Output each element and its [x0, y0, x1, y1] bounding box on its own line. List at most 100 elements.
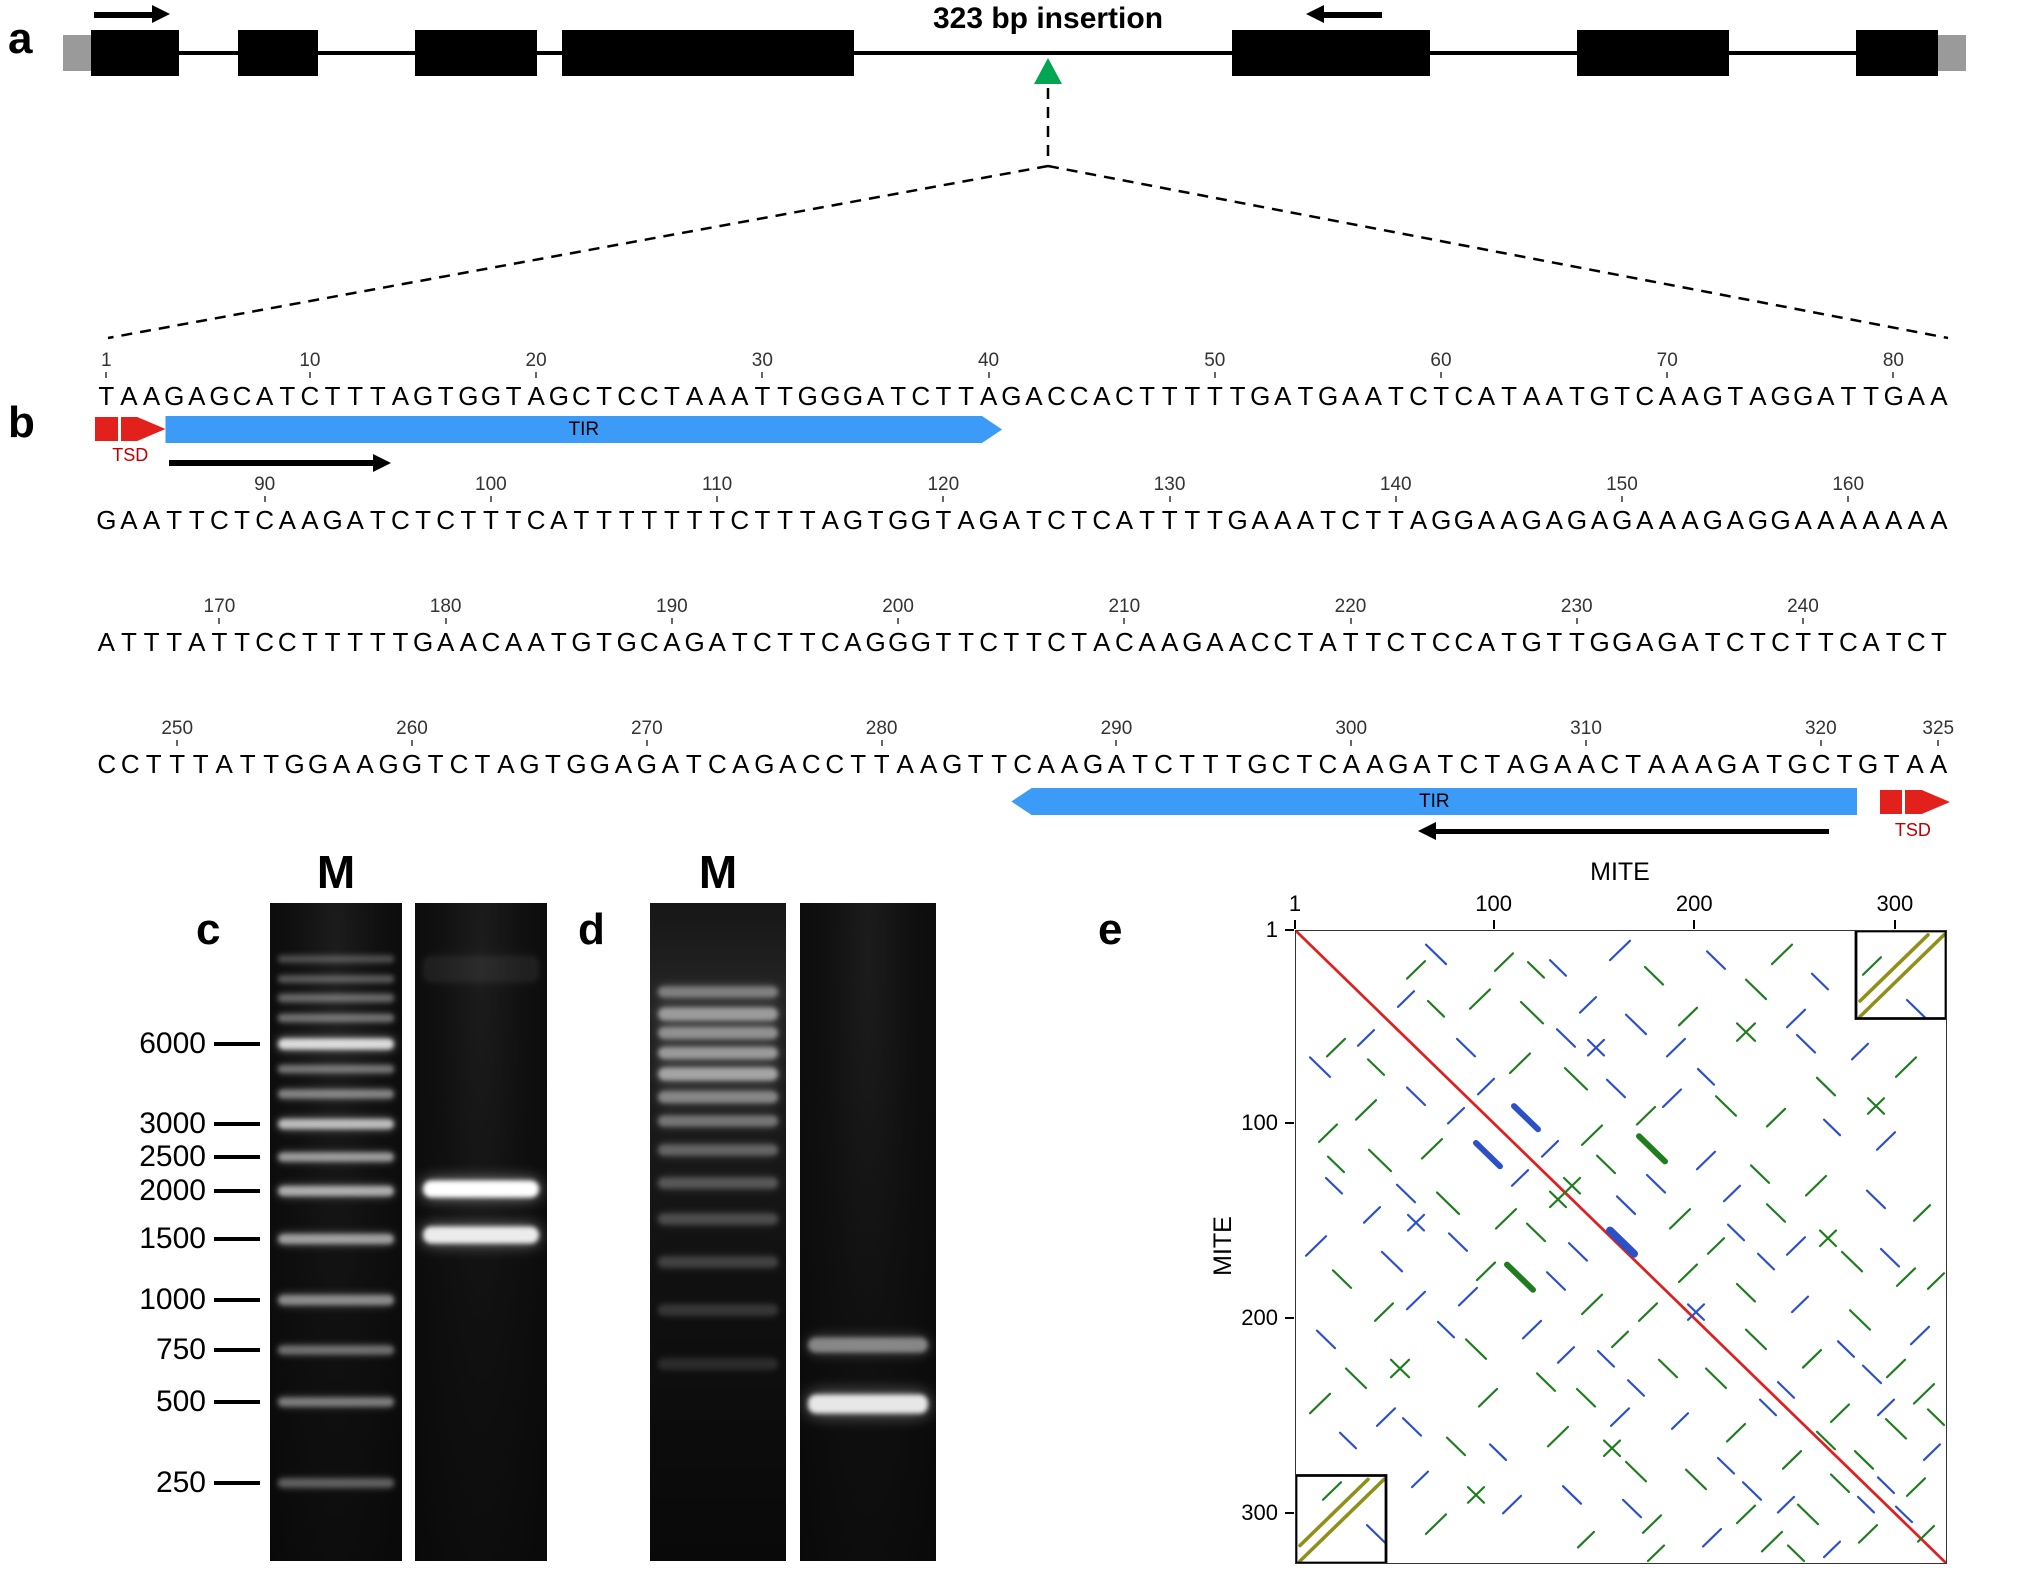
dotplot-x-tick — [1693, 920, 1696, 929]
dotplot-y-tick-label: 1 — [1265, 917, 1278, 942]
sequence-base: A — [1671, 749, 1689, 779]
gel-band — [277, 1152, 395, 1162]
sequence-base: T — [1071, 627, 1088, 657]
sequence-base: G — [865, 627, 886, 657]
gene-backbone-line — [63, 51, 1966, 55]
sequence-base: G — [401, 749, 423, 779]
sequence-base: A — [1037, 749, 1055, 779]
sequence-base: T — [1161, 381, 1178, 411]
tsd-arrow-start — [95, 417, 166, 441]
sequence-base: C — [1409, 381, 1428, 411]
sequence-base: G — [1770, 505, 1791, 535]
sequence-base: G — [284, 749, 305, 779]
sequence-base: T — [1184, 381, 1201, 411]
sequence-base: A — [391, 381, 410, 411]
dotplot-x-axis-title: MITE — [1590, 858, 1650, 886]
ladder-tick — [214, 1347, 260, 1352]
sequence-base: G — [412, 381, 434, 411]
dotplot-x-tick — [1492, 920, 1495, 929]
ladder-tick — [214, 1480, 260, 1485]
sequence-base: A — [1477, 627, 1496, 657]
sequence-base: T — [1885, 627, 1902, 657]
ruler-tick — [670, 618, 673, 624]
ruler-mark: 280 — [865, 718, 898, 739]
sequence-base: A — [1296, 505, 1315, 535]
sequence-base: A — [844, 627, 862, 657]
sequence-base: C — [232, 381, 252, 411]
sequence-base: T — [301, 627, 318, 657]
sequence-base: G — [636, 749, 657, 779]
ruler-tick — [1213, 372, 1216, 378]
sequence-base: A — [1366, 749, 1384, 779]
ruler-mark: 230 — [1560, 596, 1593, 617]
ruler-tick — [1585, 740, 1588, 746]
marker-lane-label-d: M — [698, 846, 738, 898]
subterminal-arrow-reverse — [1434, 828, 1830, 834]
sequence-base: T — [596, 381, 612, 411]
sequence-base: T — [415, 505, 431, 535]
subterminal-arrowhead-reverse-icon — [1417, 822, 1436, 840]
sequence-base: T — [234, 505, 250, 535]
sequence-base: G — [519, 749, 540, 779]
sequence-base: C — [1635, 381, 1655, 411]
sequence-base: C — [1454, 627, 1474, 657]
sequence-base: A — [980, 381, 998, 411]
ladder-size-label: 1500 — [139, 1222, 206, 1256]
ruler-mark: 70 — [1656, 350, 1678, 371]
ruler-mark: 160 — [1832, 474, 1865, 495]
sequence-base: C — [1273, 627, 1293, 657]
tsd-arrow-end — [1879, 790, 1950, 814]
sequence-base: T — [369, 381, 386, 411]
ruler-mark: 200 — [882, 596, 914, 617]
ruler-mark: 150 — [1606, 474, 1638, 495]
ladder-size-label: 3000 — [139, 1107, 206, 1141]
sequence-base: A — [1545, 505, 1563, 535]
sequence-base: G — [1453, 505, 1474, 535]
ruler-tick — [1892, 372, 1895, 378]
gel-band — [277, 1345, 395, 1355]
sequence-base: T — [663, 505, 680, 535]
marker-lane-label-c: M — [316, 846, 356, 898]
sequence-base: T — [967, 749, 984, 779]
gel-band — [277, 1478, 395, 1488]
sequence-base: T — [709, 505, 726, 535]
gel-c — [270, 903, 547, 1561]
gel-d — [650, 903, 936, 1561]
sequence-base: A — [731, 381, 749, 411]
panel-label-d: d — [578, 905, 605, 954]
dotplot-y-tick — [1285, 1317, 1294, 1320]
ruler-tick — [761, 372, 764, 378]
sequence-base: A — [1839, 505, 1858, 535]
ruler-tick — [1801, 618, 1804, 624]
sequence-base: A — [527, 627, 545, 657]
ladder-tick — [214, 1041, 260, 1046]
sequence-base: A — [346, 505, 364, 535]
sequence-base: T — [754, 505, 771, 535]
zoom-dashed-lines — [107, 88, 1949, 340]
sequence-base: C — [1013, 749, 1033, 779]
sequence-base: G — [571, 627, 592, 657]
sequence-base: C — [481, 627, 501, 657]
sequence-base: T — [1501, 627, 1517, 657]
sequence-base: A — [1523, 381, 1541, 411]
sequence-base: A — [1741, 749, 1760, 779]
ruler-tick — [218, 618, 221, 624]
panel-label-c: c — [196, 905, 221, 954]
sequence-base: A — [1206, 627, 1224, 657]
sequence-base: A — [1929, 749, 1948, 779]
sequence-base: C — [277, 627, 297, 657]
sequence-base: G — [1521, 627, 1542, 657]
ladder-tick — [214, 1122, 260, 1127]
sequence-base: T — [1320, 505, 1336, 535]
sequence-base: A — [278, 505, 296, 535]
sequence-base: T — [1883, 749, 1900, 779]
sequence-base: G — [888, 627, 909, 657]
sequence-base: T — [143, 627, 160, 657]
sequence-base: T — [1139, 381, 1155, 411]
